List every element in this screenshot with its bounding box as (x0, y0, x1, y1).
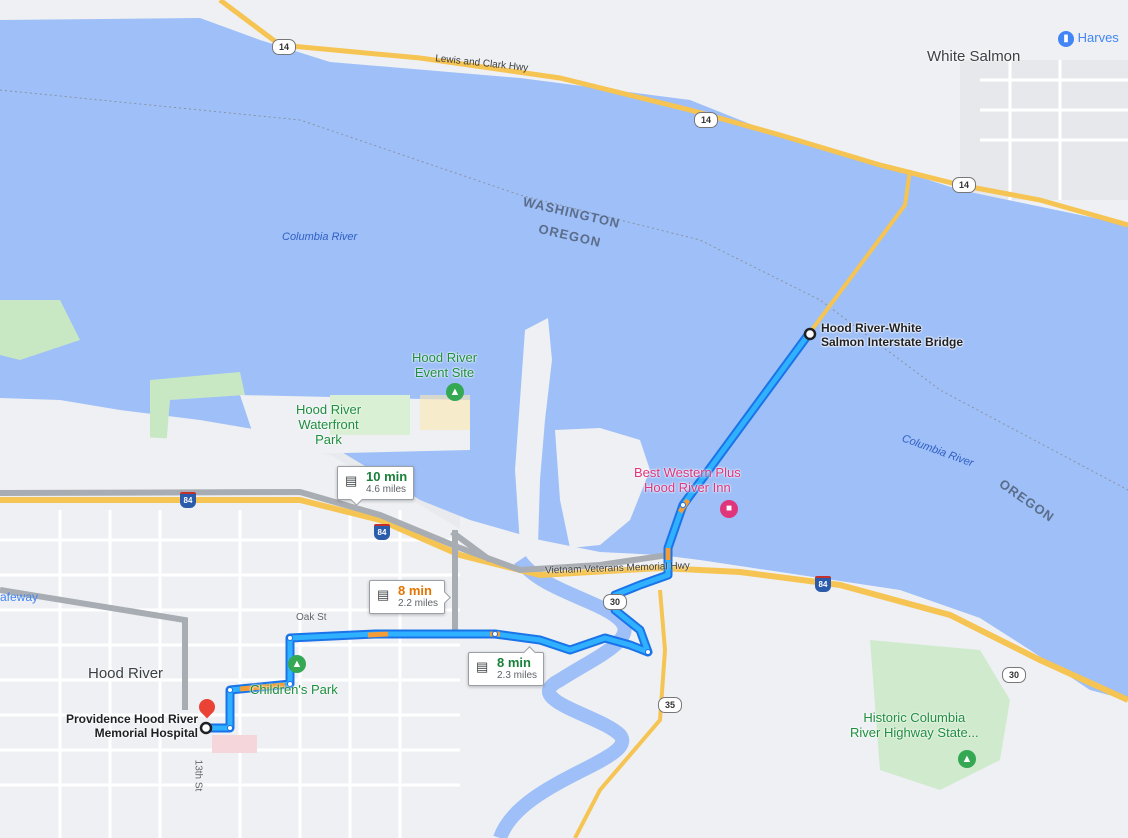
wa14-shield: 14 (952, 177, 976, 193)
columbia-river-label: Columbia River (282, 231, 358, 243)
white-salmon-label[interactable]: White Salmon (927, 48, 1021, 65)
route-callout-8min-slow[interactable]: ▤ 8 min 2.2 miles (369, 580, 451, 614)
bridge-label-line1: Hood River-White (821, 321, 922, 335)
wa14-shield: 14 (272, 39, 296, 55)
tree-icon[interactable]: ▲ (288, 655, 306, 673)
harvest-label[interactable]: ▮ Harves (1058, 30, 1119, 47)
bridge-label-line2: Salmon Interstate Bridge (821, 335, 964, 349)
wa14-shield: 14 (694, 112, 718, 128)
route-distance: 4.6 miles (366, 484, 407, 495)
route-time: 8 min (497, 655, 531, 670)
hotel-icon[interactable]: ■ (720, 500, 738, 518)
route-callout-10min[interactable]: ▤ 10 min 4.6 miles (337, 466, 415, 506)
13th-st-label: 13th St (192, 759, 204, 792)
or35-shield: 35 (658, 697, 682, 713)
i84-shield: 84 (374, 524, 390, 540)
car-icon: ▤ (345, 473, 358, 488)
childrens-park-label[interactable]: Children's Park (250, 682, 338, 697)
us30-shield: 30 (603, 594, 627, 610)
i84-shield: 84 (180, 492, 196, 508)
tree-icon[interactable]: ▲ (446, 383, 464, 401)
i84-shield: 84 (815, 576, 831, 592)
route-callout-8min-selected[interactable]: ▤ 8 min 2.3 miles (468, 646, 545, 686)
us30-shield: 30 (1002, 667, 1026, 683)
tree-icon[interactable]: ▲ (958, 750, 976, 768)
bridge-label[interactable]: Hood River-White Salmon Interstate Bridg… (821, 321, 963, 349)
route-distance: 2.2 miles (398, 598, 439, 609)
oak-st-label: Oak St (296, 612, 327, 623)
hood-river-town-label[interactable]: Hood River (88, 665, 164, 682)
route-time: 8 min (398, 583, 432, 598)
route-time: 10 min (366, 469, 408, 484)
car-icon: ▤ (476, 659, 489, 674)
route-distance: 2.3 miles (497, 670, 538, 681)
car-icon: ▤ (377, 587, 390, 602)
safeway-label[interactable]: afeway (0, 590, 39, 604)
shopping-cart-icon: ▮ (1058, 30, 1074, 47)
